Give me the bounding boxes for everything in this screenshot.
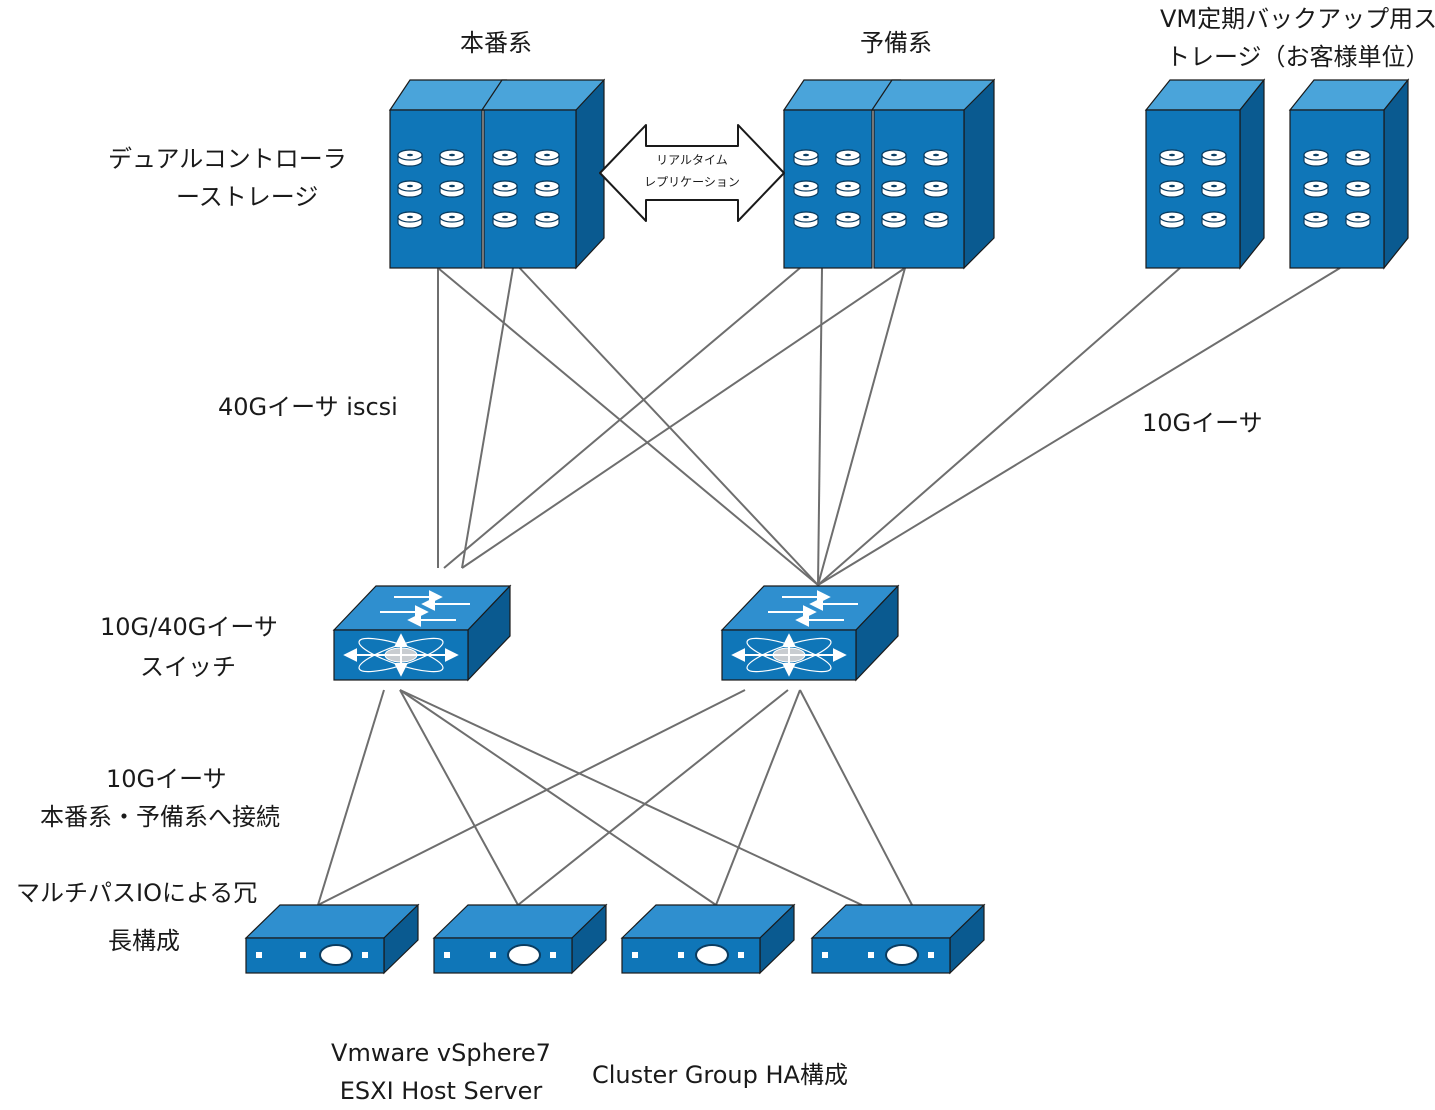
label-link-10g-hosts-1: 10Gイーサ [106, 765, 227, 793]
link-line [817, 267, 823, 586]
link-line [461, 261, 515, 569]
label-host-server-1: Vmware vSphere7 [331, 1039, 551, 1067]
link-line [799, 689, 913, 906]
label-replication-2: レプリケーション [644, 175, 740, 189]
link-line [517, 689, 789, 906]
host-server-2 [432, 903, 608, 975]
label-switch-1: 10G/40Gイーサ [100, 613, 278, 641]
link-line [443, 267, 801, 569]
label-backup-storage-2: トレージ（お客様単位） [1166, 43, 1430, 71]
link-line [399, 689, 717, 906]
link-line [715, 689, 801, 906]
label-production: 本番系 [460, 29, 532, 57]
label-link-10g-backup: 10Gイーサ [1142, 409, 1263, 437]
label-dual-controller-1: デュアルコントローラ [108, 145, 347, 173]
storage-backup-1 [1144, 78, 1266, 270]
label-standby: 予備系 [860, 29, 932, 57]
host-server-1 [244, 903, 420, 975]
host-server-3 [620, 903, 796, 975]
link-line [461, 267, 906, 569]
link-line [513, 261, 819, 586]
switch-left [332, 584, 512, 682]
link-line [317, 689, 385, 906]
label-link-10g-hosts-2: 本番系・予備系へ接続 [40, 803, 280, 831]
link-line [817, 267, 1181, 586]
label-cluster-ha: Cluster Group HA構成 [592, 1061, 848, 1089]
host-server-4 [810, 903, 986, 975]
replication-arrow [599, 124, 785, 222]
label-multipath-2: 長構成 [108, 927, 180, 955]
label-link-40g: 40Gイーサ iscsi [218, 393, 398, 421]
label-host-server-2: ESXI Host Server [339, 1077, 543, 1105]
storage-standby [782, 78, 996, 270]
storage-backup-2 [1288, 78, 1410, 270]
network-links [317, 261, 1341, 906]
label-replication-1: リアルタイム [656, 153, 728, 167]
link-line [399, 689, 863, 906]
label-dual-controller-2: ーストレージ [176, 183, 319, 211]
link-line [817, 267, 1341, 586]
link-line [399, 689, 519, 906]
label-switch-2: スイッチ [140, 653, 236, 681]
label-multipath-1: マルチパスIOによる冗 [16, 879, 258, 907]
storage-production [388, 78, 606, 270]
switch-right [720, 584, 900, 682]
link-line [817, 267, 906, 586]
link-line [317, 689, 746, 906]
label-backup-storage-1: VM定期バックアップ用ス [1160, 5, 1435, 33]
link-line [437, 267, 819, 586]
